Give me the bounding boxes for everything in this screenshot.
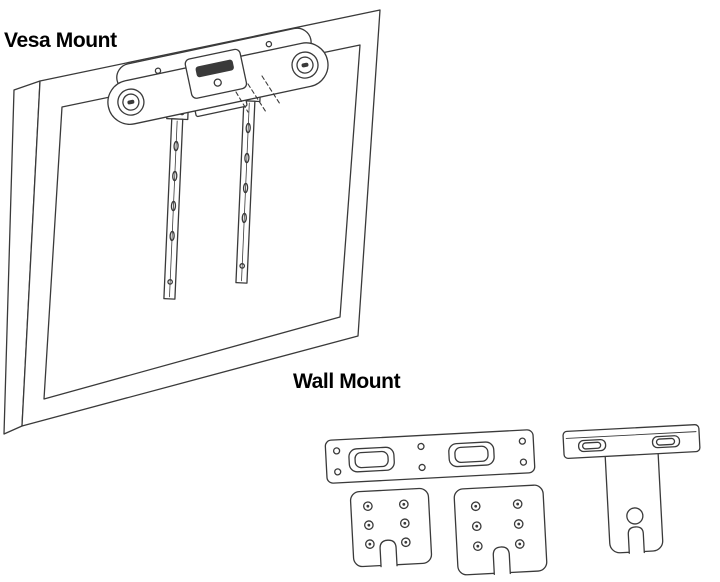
corner-bracket-hole: [626, 507, 644, 525]
assembly-guide-lines: [235, 75, 281, 113]
wall-plate: [324, 429, 536, 484]
wall-mount-label: Wall Mount: [293, 370, 401, 393]
video-bar: [107, 27, 329, 125]
wall-plate-slot-right: [448, 441, 495, 468]
screw-plate-left: [349, 487, 433, 568]
corner-bracket: [562, 424, 701, 554]
top-screw-left: [154, 67, 162, 75]
top-screw-right: [265, 40, 273, 48]
speaker-left-icon: [117, 88, 145, 116]
hook-slot-right: [651, 435, 681, 449]
screw-plate-right: [453, 484, 548, 576]
camera-lens: [213, 78, 222, 87]
wall-plate-slot-left: [348, 446, 395, 473]
hook-slot-left: [577, 438, 607, 453]
screw-holes-right-plate: [470, 499, 525, 552]
vesa-mount-label: Vesa Mount: [4, 29, 117, 52]
speaker-right-icon: [291, 51, 319, 79]
camera-lens-slot: [195, 59, 234, 78]
screw-holes-left-plate: [363, 499, 411, 549]
